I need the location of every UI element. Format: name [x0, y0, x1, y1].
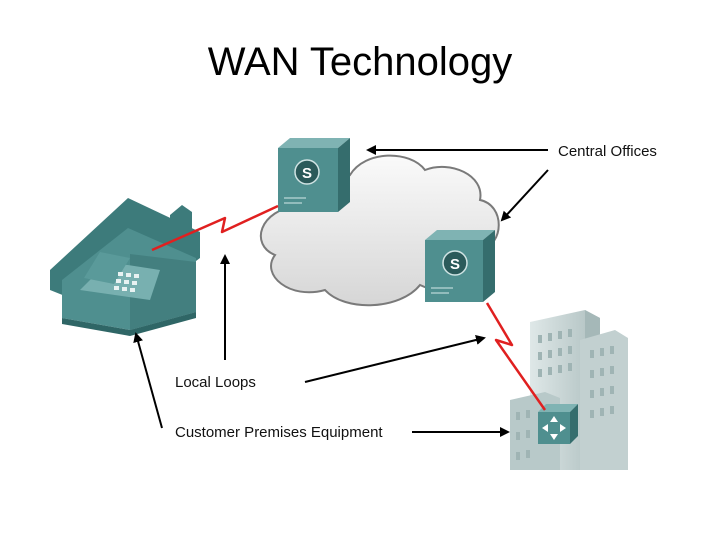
slide-title: WAN Technology [207, 40, 513, 84]
central-offices-label: Central Offices [558, 143, 657, 160]
telephone-icon [80, 252, 160, 300]
office-building-icon [510, 310, 628, 470]
callout-arrows [133, 145, 549, 437]
cpe-label: Customer Premises Equipment [175, 424, 383, 441]
central-office-switch-icon: S [425, 230, 495, 302]
router-icon [538, 404, 578, 444]
switch-glyph: S [450, 256, 460, 273]
lightning-link-icon [485, 302, 547, 411]
local-loops-label: Local Loops [175, 374, 256, 391]
switch-glyph: S [302, 165, 312, 182]
central-office-switch-icon: S [278, 138, 350, 212]
lightning-link-icon [151, 204, 279, 252]
